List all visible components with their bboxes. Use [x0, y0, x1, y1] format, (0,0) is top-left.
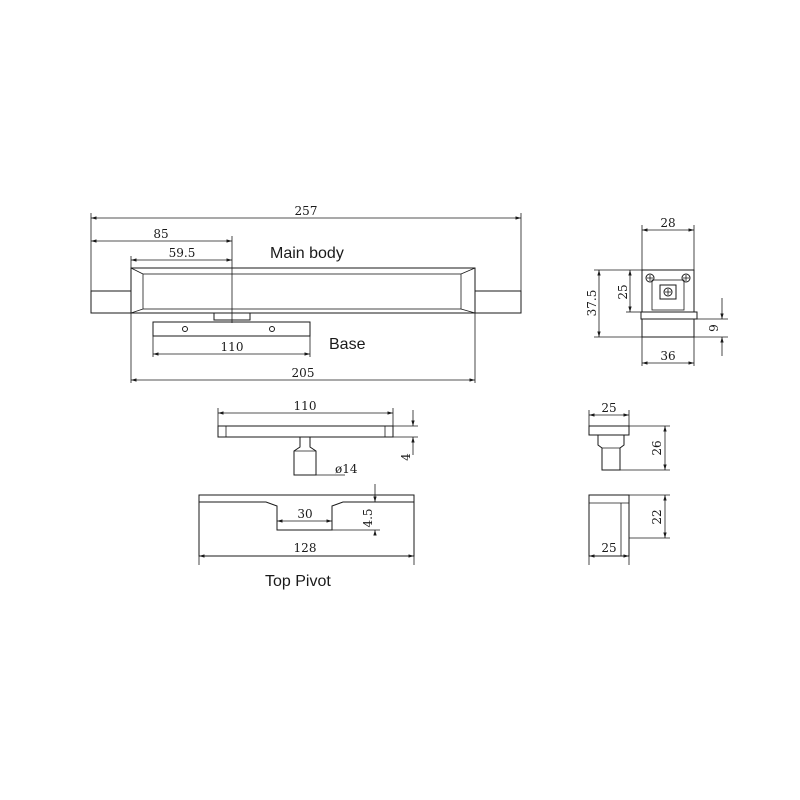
screw-icon	[681, 273, 691, 283]
dim-37-5: 37.5	[585, 290, 599, 317]
base-hole-right	[269, 326, 275, 332]
dim-30: 30	[297, 507, 312, 521]
pivot-side-views: 25 26 22 25	[588, 401, 670, 565]
left-rod	[90, 290, 132, 314]
dim-110-pivot: 110	[294, 399, 317, 413]
dim-110-base: 110	[221, 340, 244, 354]
main-body-view: 257 85 59.5 110 205 Main body Base	[90, 204, 522, 383]
base-hole-left	[182, 326, 188, 332]
pivot-plate	[217, 425, 394, 438]
top-pivot-view: 110 4 ø14 30 4.5 128 Top Pivot	[198, 399, 418, 590]
side-spindle	[659, 284, 677, 300]
dim-26: 26	[650, 440, 664, 455]
dim-59-5: 59.5	[169, 246, 196, 260]
pivot-slot	[199, 501, 414, 531]
dim-205: 205	[292, 366, 315, 380]
side-base	[641, 318, 695, 338]
base-label: Base	[329, 336, 366, 353]
side-base-top	[640, 311, 698, 320]
body-outline	[130, 267, 476, 314]
dim-25-bottom: 25	[601, 541, 616, 555]
pivot-pin	[293, 437, 317, 476]
main-body-label: Main body	[270, 245, 344, 262]
dim-25-top: 25	[601, 401, 616, 415]
dim-28: 28	[660, 216, 675, 230]
dim-36: 36	[660, 349, 675, 363]
dim-22: 22	[650, 509, 664, 524]
pivot-side-plate	[588, 425, 630, 436]
dim-25-side: 25	[616, 284, 630, 299]
side-view: 28 36 37.5 25 9	[585, 216, 728, 366]
spindle-icon	[663, 287, 673, 297]
spindle	[213, 312, 251, 321]
dim-4-5: 4.5	[361, 508, 375, 527]
dim-128: 128	[294, 541, 317, 555]
body-inner	[142, 273, 462, 310]
side-inner	[651, 279, 685, 311]
pivot-side-pin	[597, 435, 625, 471]
dim-dia-14: ø14	[335, 462, 358, 476]
right-rod	[474, 290, 522, 314]
dim-4: 4	[399, 453, 413, 461]
screw-icon	[645, 273, 655, 283]
base-plate	[152, 321, 311, 337]
top-pivot-label: Top Pivot	[265, 573, 331, 590]
dim-9: 9	[707, 324, 721, 332]
dim-85: 85	[153, 227, 168, 241]
dim-257: 257	[295, 204, 318, 218]
